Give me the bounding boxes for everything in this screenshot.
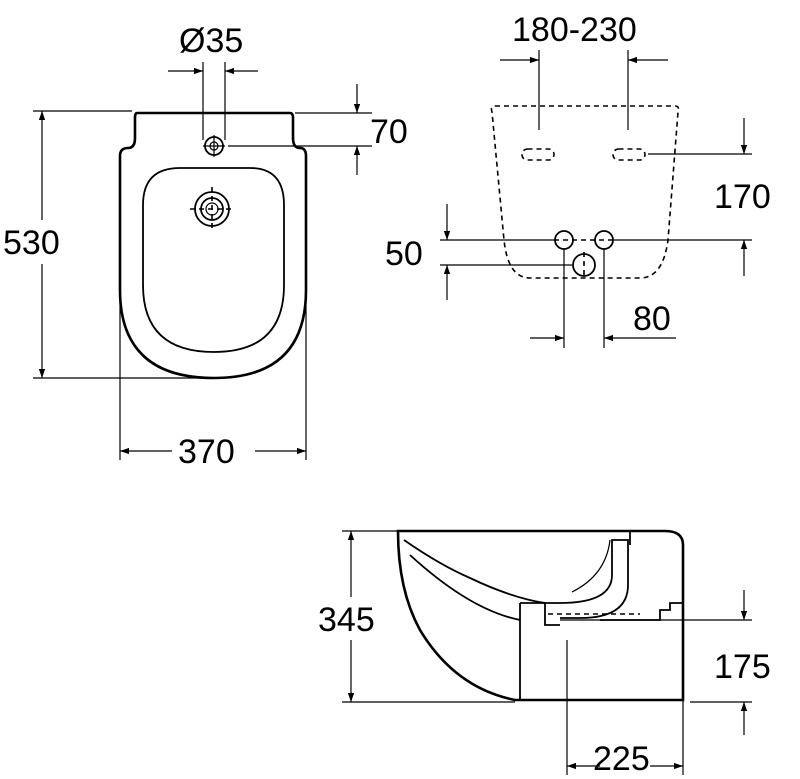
top-view xyxy=(33,62,372,460)
dim-hole-diameter: Ø35 xyxy=(179,22,243,60)
dim-drain-height: 175 xyxy=(714,648,771,686)
dim-top-offset: 70 xyxy=(370,113,408,151)
side-view xyxy=(342,529,752,775)
dim-side-height: 345 xyxy=(318,601,375,639)
dim-overall-height: 530 xyxy=(3,224,60,262)
dim-pipe-spacing: 80 xyxy=(633,300,671,338)
back-view xyxy=(440,50,752,348)
dim-pipe-offset: 50 xyxy=(385,235,423,273)
dim-wall-spacing: 180-230 xyxy=(512,11,637,49)
dim-anchor-height: 170 xyxy=(714,178,771,216)
dim-drain-depth: 225 xyxy=(593,740,650,778)
dim-overall-width: 370 xyxy=(178,433,235,471)
